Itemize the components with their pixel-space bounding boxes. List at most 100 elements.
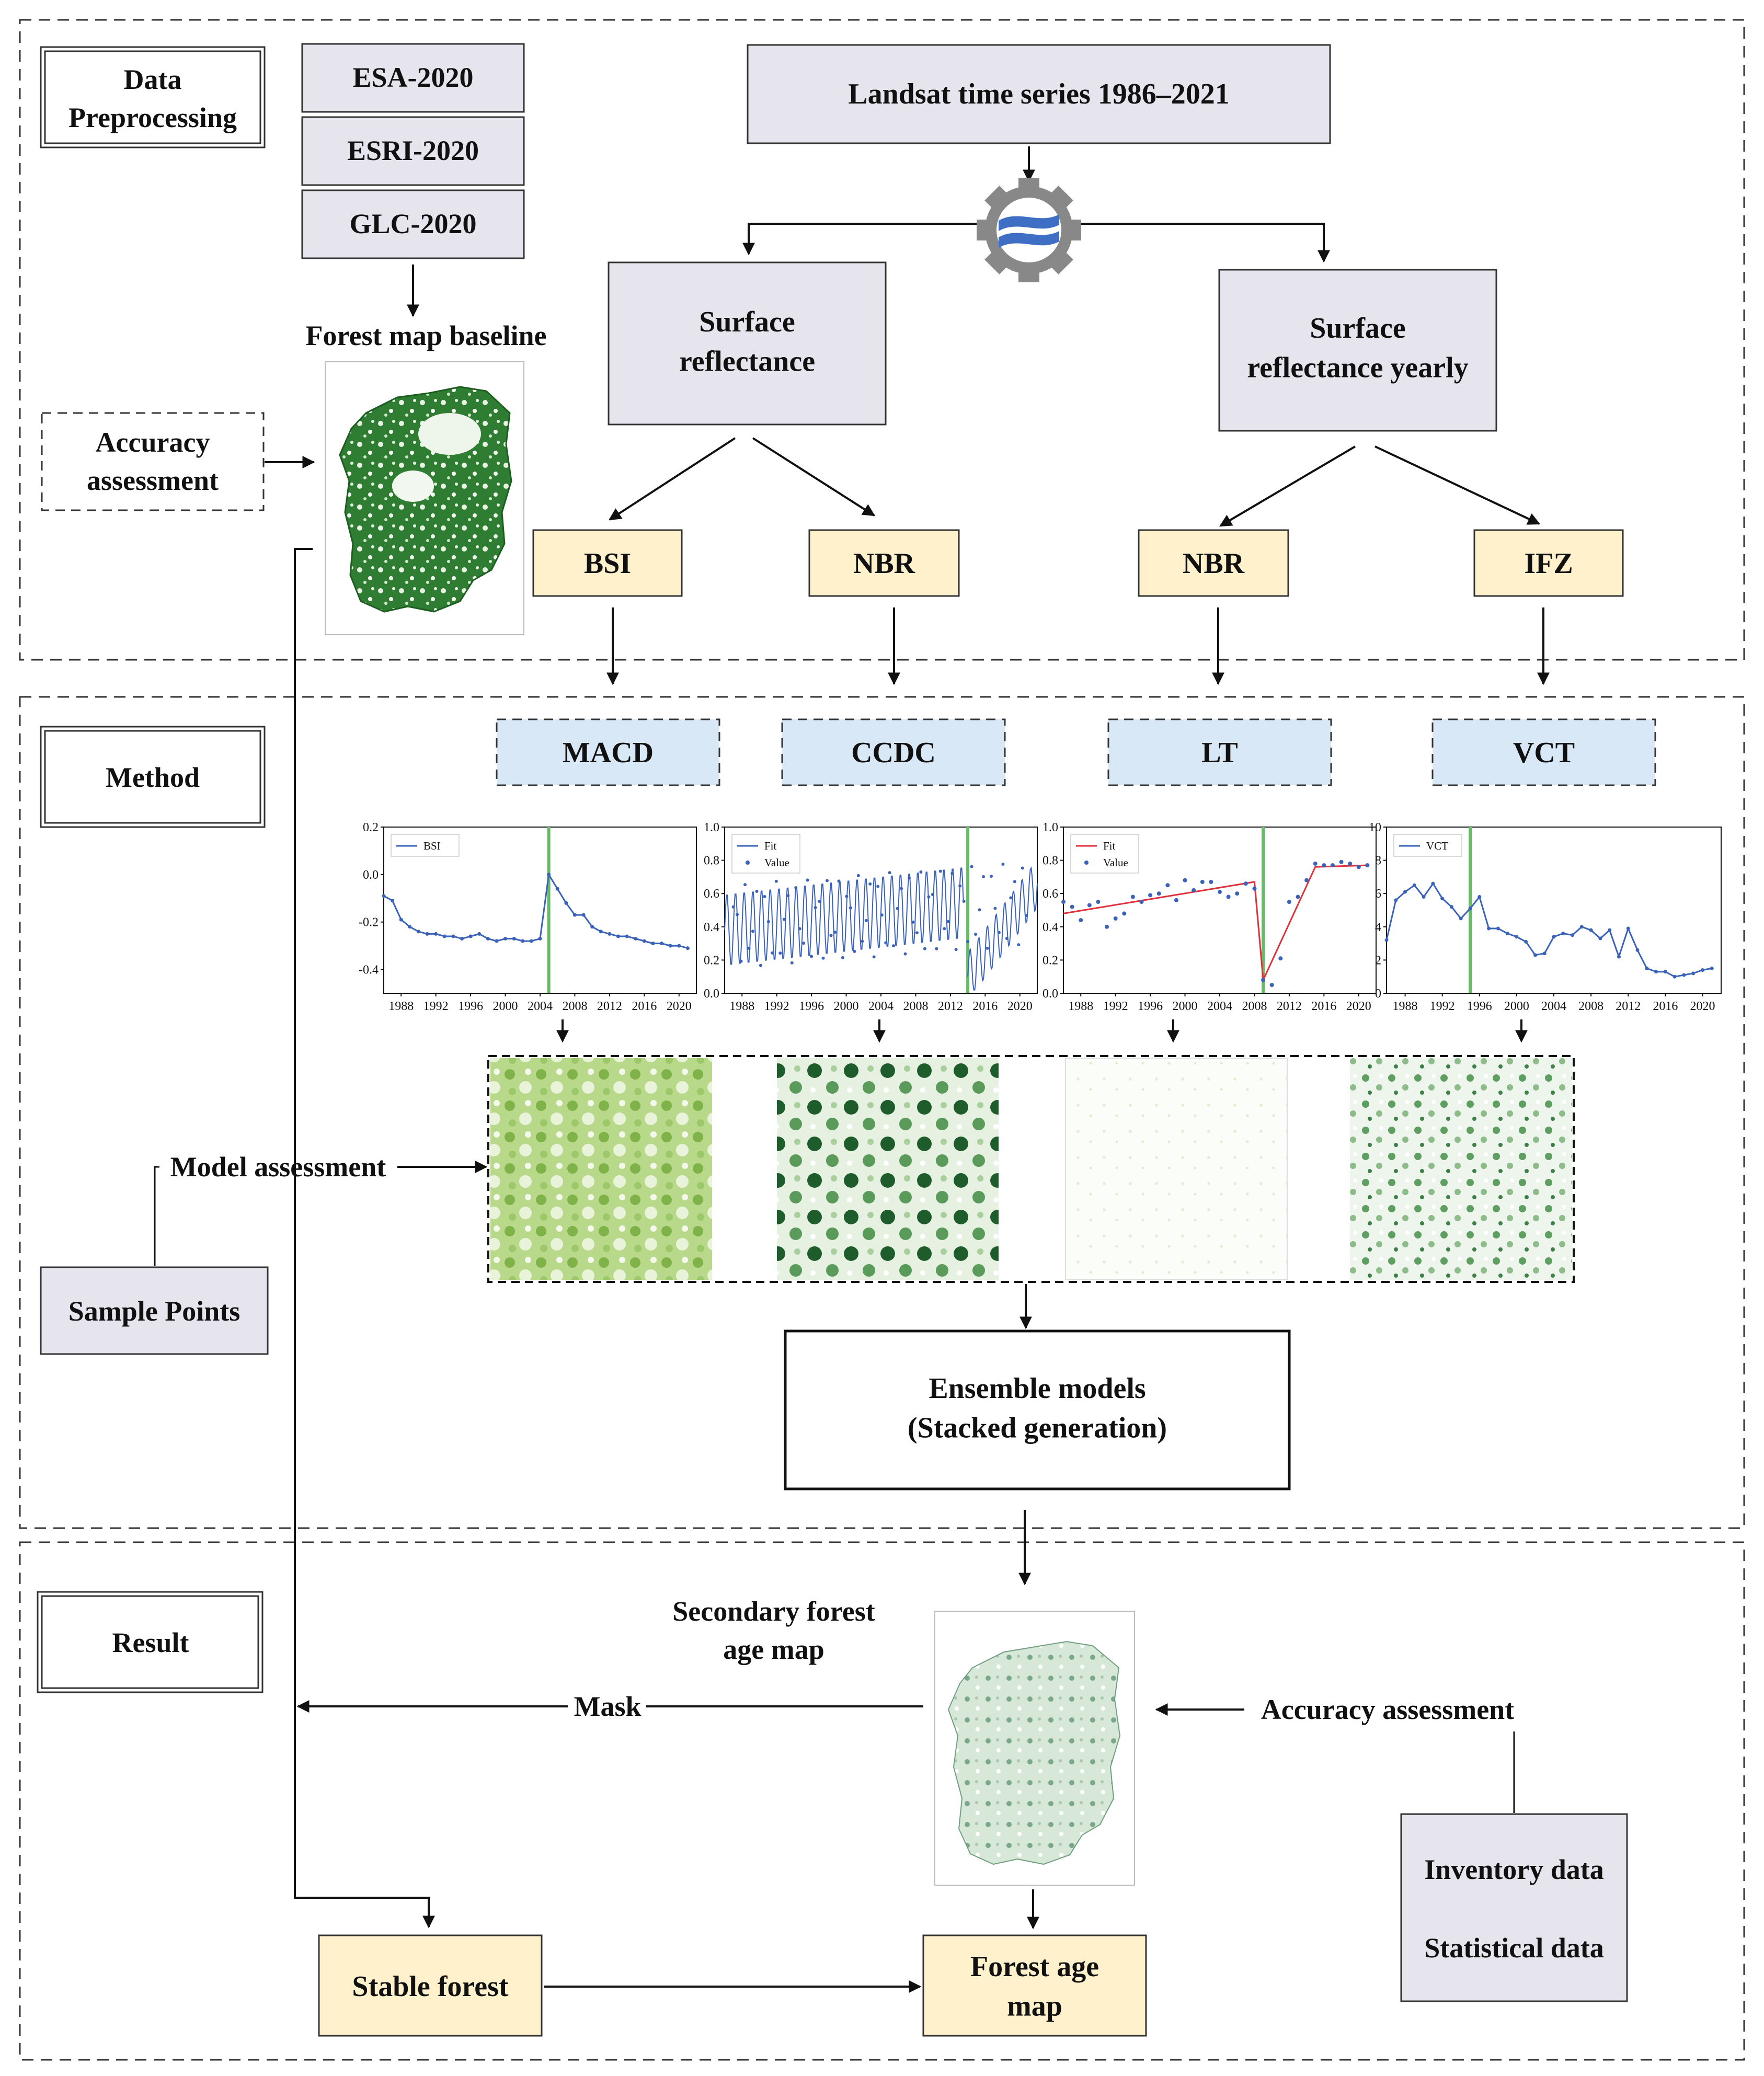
- landsat-box: Landsat time series 1986–2021: [747, 44, 1331, 144]
- series-point: [590, 925, 594, 929]
- value-point: [943, 927, 946, 931]
- value-point: [782, 917, 786, 921]
- value-point: [739, 959, 743, 963]
- y-tick-label: 0.6: [1043, 887, 1058, 901]
- value-point: [876, 885, 880, 888]
- x-tick-label: 2004: [1541, 1000, 1566, 1013]
- svg-text:LT: LT: [1201, 737, 1238, 769]
- x-tick-label: 1988: [388, 1000, 414, 1013]
- value-point: [888, 871, 891, 875]
- arrow-baseline-to-stable-forest: [294, 548, 435, 1929]
- value-point: [1365, 863, 1370, 868]
- value-point: [1356, 865, 1361, 869]
- x-tick-label: 1996: [799, 1000, 824, 1013]
- svg-text:NBR: NBR: [853, 547, 915, 580]
- index-box-ifz: IFZ: [1473, 529, 1624, 597]
- series-point: [1691, 971, 1696, 976]
- x-tick-label: 1996: [1467, 1000, 1492, 1013]
- value-point: [1278, 956, 1283, 961]
- value-point: [1269, 983, 1274, 988]
- value-point: [1139, 900, 1144, 904]
- value-point: [1061, 900, 1066, 904]
- series-point: [660, 942, 664, 946]
- value-point: [826, 879, 829, 882]
- value-point: [771, 951, 774, 955]
- value-point: [778, 951, 782, 955]
- value-point: [986, 946, 989, 950]
- value-point: [982, 875, 986, 878]
- series-point: [1487, 926, 1491, 931]
- legend-label: Value: [1103, 856, 1128, 869]
- y-tick-label: 0.0: [704, 987, 719, 1001]
- x-tick-label: 1992: [764, 1000, 789, 1013]
- series-point: [416, 930, 420, 934]
- y-tick-label: 0.2: [1043, 954, 1058, 967]
- value-point: [938, 869, 942, 873]
- series-point: [1412, 883, 1416, 887]
- series-point: [503, 937, 508, 941]
- value-point: [856, 874, 860, 877]
- legend-box: [1070, 834, 1139, 874]
- series-point: [486, 937, 490, 941]
- value-point: [1122, 911, 1127, 916]
- forest-map-baseline-label: Forest map baseline: [306, 320, 547, 351]
- value-point: [880, 913, 884, 917]
- series-point: [642, 939, 646, 943]
- value-point: [751, 930, 754, 933]
- inventory-statistical-box: Inventory data Statistical data: [1400, 1813, 1628, 2002]
- x-tick-label: 1988: [1068, 1000, 1093, 1013]
- value-point: [954, 948, 958, 951]
- value-point: [786, 894, 790, 898]
- value-point: [864, 919, 868, 922]
- x-tick-label: 2012: [1277, 1000, 1302, 1013]
- series-point: [599, 930, 603, 934]
- value-point: [806, 878, 809, 882]
- value-point: [731, 905, 735, 909]
- preprocessing-section: [19, 19, 1745, 661]
- series-point: [1617, 955, 1621, 959]
- arrow-gee-to-sr: [742, 223, 977, 256]
- map-macd-result: [490, 1058, 712, 1280]
- x-tick-label: 1988: [1393, 1000, 1418, 1013]
- y-tick-label: 0.2: [704, 954, 719, 967]
- y-tick-label: 0.8: [704, 854, 719, 868]
- value-point: [868, 882, 872, 886]
- legend-value-symbol: [746, 861, 750, 865]
- series-point: [1561, 932, 1565, 936]
- y-tick-label: 1.0: [704, 821, 719, 834]
- series-point: [1682, 973, 1686, 977]
- model-assessment-label: Model assessment: [170, 1151, 386, 1183]
- value-point: [1226, 894, 1231, 899]
- value-point: [978, 908, 981, 912]
- google-earth-engine-icon: [977, 178, 1081, 282]
- algorithm-box-ccdc: CCDC: [781, 718, 1006, 786]
- baseline-source-esri: ESRI-2020: [301, 116, 525, 186]
- value-point: [821, 956, 825, 960]
- series-point: [564, 901, 568, 905]
- series-point: [1394, 898, 1398, 902]
- value-point: [903, 952, 907, 956]
- series-point: [634, 937, 638, 941]
- value-point: [935, 947, 938, 950]
- series-point: [1468, 907, 1472, 911]
- value-point: [907, 876, 911, 880]
- value-point: [1148, 893, 1153, 898]
- series-point: [408, 925, 412, 929]
- algorithm-box-vct: VCT: [1431, 718, 1656, 786]
- x-tick-label: 1996: [458, 1000, 483, 1013]
- value-point: [911, 920, 915, 924]
- x-tick-label: 2012: [1616, 1000, 1641, 1013]
- value-point: [966, 940, 970, 943]
- value-point: [1183, 878, 1187, 882]
- series-point: [668, 944, 672, 948]
- value-point: [931, 892, 934, 896]
- svg-text:Sample Points: Sample Points: [68, 1295, 240, 1327]
- value-point: [1330, 863, 1335, 868]
- svg-text:Stable forest: Stable forest: [352, 1970, 508, 2003]
- series-point: [495, 939, 499, 943]
- legend-label: VCT: [1426, 840, 1448, 852]
